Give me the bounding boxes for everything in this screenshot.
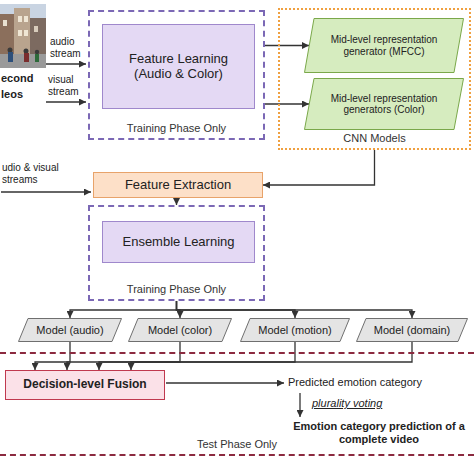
generator-parallelogram: Mid-level representation generator (MFCC…: [304, 18, 464, 73]
parallelogram-shape: [305, 19, 464, 73]
connector-arrow: [70, 301, 177, 318]
generator-label: Mid-level representation generators (Col…: [323, 93, 445, 116]
person: [8, 48, 13, 53]
model-label: Model (motion): [258, 324, 331, 337]
stream-arrow: [1, 191, 91, 192]
output-arrow: [166, 382, 284, 383]
generator-parallelogram: Mid-level representation generators (Col…: [304, 78, 464, 130]
connector-arrow: [263, 150, 375, 185]
parallelogram-shape: [129, 319, 232, 342]
video-caption: leos: [1, 88, 45, 101]
model-parallelogram: Model (motion): [240, 318, 350, 342]
process-box: Feature Learning (Audio & Color): [102, 24, 255, 109]
group-label: CNN Models: [280, 132, 469, 145]
connector-arrow: [176, 198, 177, 205]
model-label: Model (color): [148, 324, 212, 337]
stream-arrow: [46, 101, 86, 102]
fusion-box: Decision-level Fusion: [5, 370, 165, 400]
training-region: Training Phase Only Feature Learning (Aud…: [88, 10, 265, 140]
model-parallelogram: Model (color): [128, 318, 232, 342]
model-label: Model (domain): [374, 324, 450, 337]
phase-label: Training Phase Only: [90, 122, 263, 135]
parallelogram-shape: [305, 79, 464, 130]
model-label: Model (audio): [36, 324, 103, 337]
model-group: CNN Models Mid-level representation gener…: [278, 8, 471, 150]
stream-arrow: [46, 63, 86, 64]
stream-label: audio stream: [50, 36, 86, 59]
window: [18, 30, 22, 36]
output-label: Predicted emotion category: [288, 376, 472, 389]
person: [8, 52, 13, 62]
phase-label: Training Phase Only: [90, 283, 263, 296]
connector-arrow: [265, 45, 309, 46]
generator-label: Mid-level representation generator (MFCC…: [323, 34, 445, 57]
stream-label: visual stream: [48, 74, 86, 97]
stream-label: udio & visual streams: [2, 162, 86, 185]
person: [24, 53, 29, 62]
connector-arrow: [131, 342, 412, 370]
result-label: Emotion category prediction of a complet…: [286, 420, 472, 445]
person: [35, 54, 39, 62]
sky: [0, 4, 46, 68]
connector-arrow: [67, 342, 180, 370]
parallelogram-shape: [357, 319, 468, 342]
connector-arrow: [35, 342, 70, 370]
training-region: Training Phase Only Ensemble Learning: [88, 205, 265, 301]
connector-arrow: [265, 103, 309, 104]
window: [3, 20, 7, 26]
video-caption: econd: [1, 72, 45, 85]
process-box: Ensemble Learning: [102, 221, 255, 263]
connector-arrow: [99, 342, 295, 370]
process-label: Feature Extraction: [125, 178, 231, 193]
model-parallelogram: Model (audio): [18, 318, 122, 342]
window: [34, 26, 38, 32]
window: [24, 16, 28, 22]
person: [24, 49, 29, 54]
connector-arrow: [177, 301, 413, 318]
person: [35, 50, 39, 54]
voting-arrow: [299, 393, 300, 417]
street: [0, 54, 46, 68]
parallelogram-shape: [241, 319, 350, 342]
process-label: Feature Learning (Audio & Color): [123, 52, 235, 82]
parallelogram-shape: [19, 319, 122, 342]
process-label: Ensemble Learning: [122, 235, 234, 250]
method-label: plurality voting: [312, 397, 432, 410]
model-parallelogram: Model (domain): [356, 318, 468, 342]
window: [24, 30, 28, 36]
window: [18, 16, 22, 22]
process-box: Feature Extraction: [93, 172, 263, 198]
video-thumbnail: [0, 4, 46, 68]
process-label: Decision-level Fusion: [23, 378, 146, 392]
